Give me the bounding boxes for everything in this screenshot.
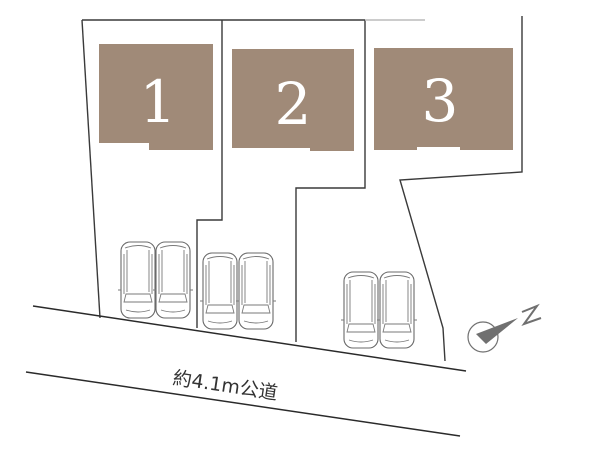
car-icon [152, 241, 194, 319]
parking-lot-2 [199, 252, 277, 330]
north-compass-icon [467, 303, 542, 353]
car-icon [117, 241, 159, 319]
car-icon [199, 252, 241, 330]
lot-1-boundary [81, 19, 222, 319]
car-icon [235, 252, 277, 330]
lot-2-boundary [196, 19, 365, 328]
house-2: 2 [232, 49, 354, 151]
car-icon [340, 271, 382, 349]
road-edge-north [32, 305, 467, 372]
house-3: 3 [374, 48, 513, 150]
car-icon [376, 271, 418, 349]
house-2-number: 2 [275, 70, 312, 138]
house-3-number: 3 [422, 67, 459, 135]
house-1-number: 1 [140, 68, 177, 136]
road-edge-south [25, 371, 461, 437]
parking-lot-1 [117, 241, 194, 319]
road-label: 約4.1m公道 [171, 367, 279, 404]
lot-3-boundary [295, 16, 523, 362]
house-1: 1 [99, 44, 213, 150]
parking-lot-3 [340, 271, 418, 349]
